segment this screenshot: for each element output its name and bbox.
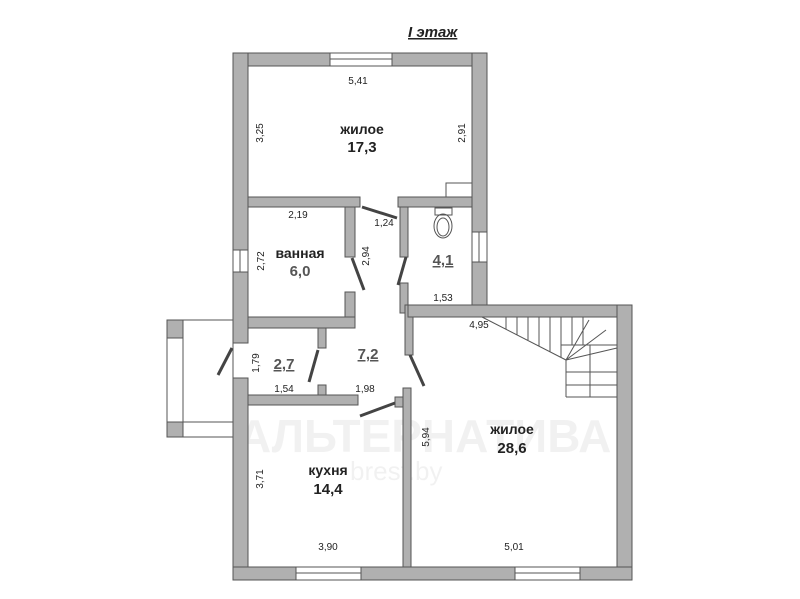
room-name: кухня xyxy=(308,462,347,478)
dimension-label: 5,41 xyxy=(348,76,368,87)
dimensions: 5,41 3,25 2,91 2,19 2,72 1,24 2,94 1,53 … xyxy=(251,76,524,553)
dimension-label: 1,98 xyxy=(355,384,375,395)
dimension-label: 3,71 xyxy=(255,469,266,489)
porch xyxy=(166,319,234,438)
toilet-icon xyxy=(433,207,453,239)
dimension-label: 3,25 xyxy=(255,123,266,143)
windows xyxy=(232,52,581,581)
room-area: 17,3 xyxy=(347,139,376,156)
room-area: 2,7 xyxy=(274,356,295,373)
dimension-label: 2,19 xyxy=(288,210,308,221)
dimension-label: 4,95 xyxy=(469,320,489,331)
watermark-brand: АЛЬТЕРНАТИВА xyxy=(238,410,611,462)
watermark-site: brest.by xyxy=(350,456,443,486)
room-name: жилое xyxy=(489,421,534,437)
floor-title: I этаж xyxy=(408,24,458,41)
dimension-label: 2,91 xyxy=(457,123,468,143)
walls xyxy=(232,52,633,581)
room-area: 28,6 xyxy=(497,440,526,457)
room-name: ванная xyxy=(275,245,324,261)
dimension-label: 2,72 xyxy=(256,251,267,271)
room-name: жилое xyxy=(339,121,384,137)
dimension-label: 1,53 xyxy=(433,293,453,304)
room-area: 4,1 xyxy=(433,252,454,269)
room-area: 6,0 xyxy=(290,263,311,280)
dimension-label: 1,79 xyxy=(251,353,262,373)
dimension-label: 5,01 xyxy=(504,542,524,553)
staircase xyxy=(481,316,618,398)
room-area: 7,2 xyxy=(358,346,379,363)
dimension-label: 5,94 xyxy=(421,427,432,447)
dimension-label: 1,54 xyxy=(274,384,294,395)
dimension-label: 2,94 xyxy=(361,246,372,266)
room-area: 14,4 xyxy=(313,481,343,498)
dimension-label: 1,24 xyxy=(374,218,394,229)
dimension-label: 3,90 xyxy=(318,542,338,553)
doors xyxy=(216,205,426,418)
